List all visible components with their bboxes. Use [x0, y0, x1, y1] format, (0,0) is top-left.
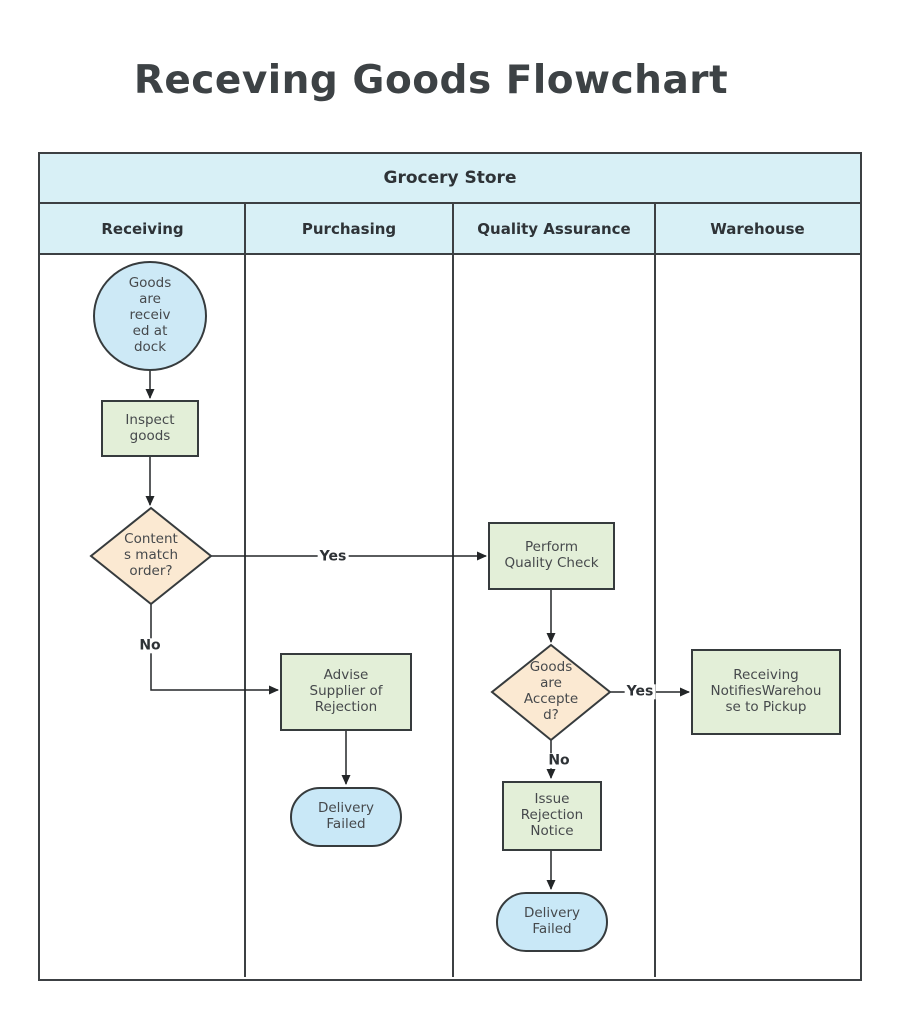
- node-receiving-notifies-warehouse: Receiving NotifiesWarehou se to Pickup: [691, 649, 841, 735]
- node-advise-supplier-of-rejection: Advise Supplier of Rejection: [280, 653, 412, 731]
- node-label: Goods are Accepte d?: [523, 659, 579, 723]
- decision-goods-accepted-label: Goods are Accepte d?: [501, 659, 601, 725]
- terminator-delivery-failed-purchasing: Delivery Failed: [290, 787, 402, 847]
- pool-title: Grocery Store: [40, 154, 860, 204]
- terminator-delivery-failed-qa: Delivery Failed: [496, 892, 608, 952]
- node-label: Goods are receiv ed at dock: [128, 275, 172, 355]
- page-title: Receving Goods Flowchart: [133, 58, 729, 103]
- edge-label-yes-contents-match: Yes: [317, 548, 349, 565]
- node-perform-quality-check: Perform Quality Check: [488, 522, 615, 590]
- node-label: Delivery Failed: [317, 800, 375, 832]
- lane-header-warehouse: Warehouse: [710, 219, 805, 238]
- lane-header-quality-assurance: Quality Assurance: [477, 219, 631, 238]
- node-issue-rejection-notice: Issue Rejection Notice: [502, 781, 602, 851]
- node-inspect-goods: Inspect goods: [101, 400, 199, 457]
- node-goods-received-at-dock: Goods are receiv ed at dock: [93, 261, 207, 371]
- edge-label-yes-goods-accepted: Yes: [624, 683, 656, 700]
- node-label: Content s match order?: [123, 531, 179, 579]
- node-label: Issue Rejection Notice: [520, 791, 584, 839]
- node-label: Advise Supplier of Rejection: [309, 667, 383, 715]
- lane-header-purchasing: Purchasing: [301, 219, 397, 238]
- node-label: Inspect goods: [125, 411, 175, 444]
- node-label: Delivery Failed: [523, 905, 581, 937]
- lane-header-receiving: Receiving: [101, 219, 184, 238]
- decision-contents-match-label: Content s match order?: [101, 530, 201, 582]
- edge-label-no-goods-accepted: No: [546, 752, 572, 769]
- lane-header-row: Receiving Purchasing Quality Assurance W…: [40, 204, 860, 255]
- node-label: Perform Quality Check: [504, 539, 599, 571]
- edge-label-no-contents-match: No: [137, 637, 163, 654]
- node-label: Receiving NotifiesWarehou se to Pickup: [710, 667, 822, 715]
